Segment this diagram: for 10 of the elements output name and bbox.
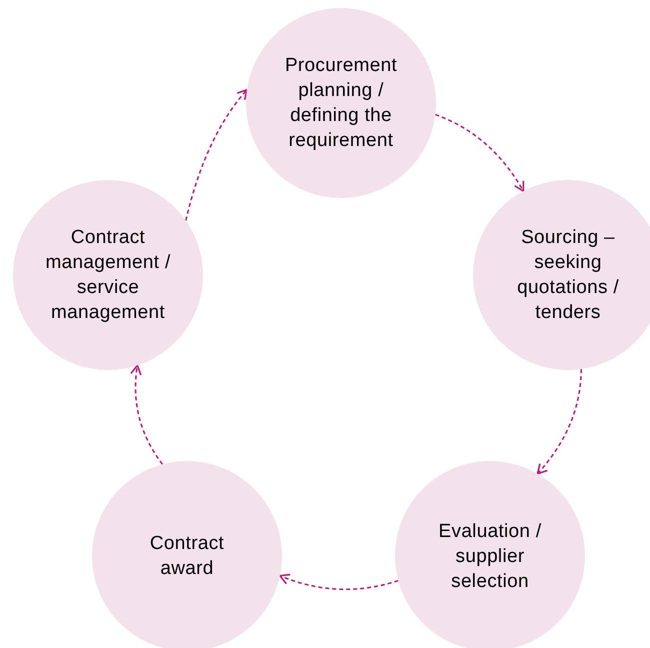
dashed-arrow bbox=[130, 364, 164, 465]
dashed-arrow bbox=[536, 369, 582, 475]
stage-label: Contract management / service management bbox=[44, 226, 172, 325]
dashed-arrow bbox=[279, 574, 398, 590]
stage-label: Evaluation / supplier selection bbox=[438, 520, 542, 594]
dashed-arrow bbox=[435, 114, 524, 192]
stage-label: Procurement planning / defining the requirement bbox=[284, 54, 398, 153]
stage-label: Contract award bbox=[148, 532, 226, 581]
dashed-arrow bbox=[185, 88, 248, 221]
stage-label: Sourcing – seeking quotations / tenders bbox=[516, 226, 620, 325]
